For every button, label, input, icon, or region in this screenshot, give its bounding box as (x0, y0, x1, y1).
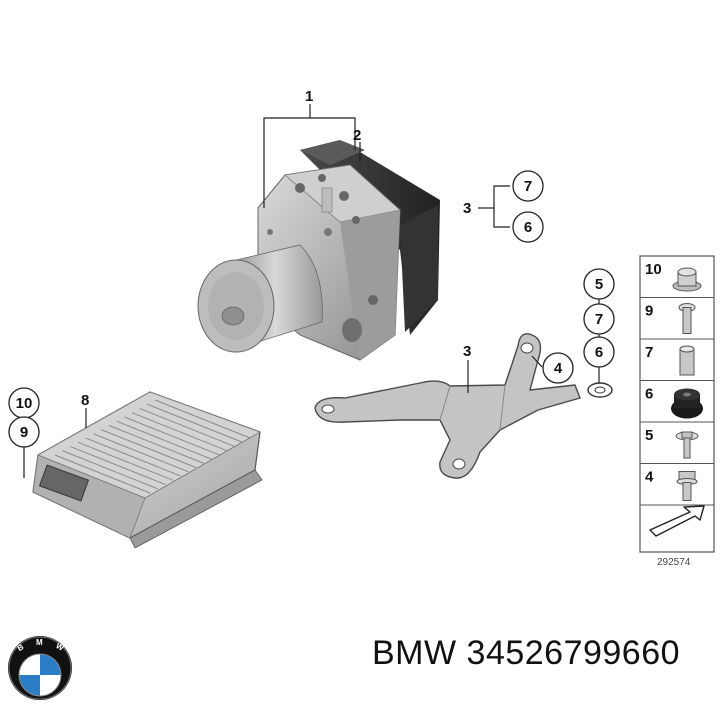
flange-nut-icon (672, 267, 702, 292)
circled-callout-4: 4 (542, 352, 574, 384)
leader-lines (23, 104, 600, 478)
reference-number: 292574 (657, 557, 691, 568)
arrow-icon (649, 505, 705, 537)
part-number-caption: BMW 34526799660 (372, 634, 681, 672)
control-module (32, 391, 263, 549)
svg-text:6: 6 (595, 344, 603, 361)
svg-text:B: B (16, 642, 26, 653)
svg-text:9: 9 (20, 424, 28, 441)
circled-callout-9-module: 9 (8, 416, 40, 448)
callout-1: 1 (305, 88, 313, 105)
svg-text:M: M (36, 638, 43, 647)
abs-hydraulic-unit (197, 140, 440, 361)
svg-text:10: 10 (16, 395, 33, 412)
parts-table-number: 6 (645, 386, 653, 403)
svg-text:7: 7 (524, 178, 532, 195)
module-fins (54, 399, 251, 494)
svg-text:W: W (54, 641, 65, 653)
mounting-bracket (314, 333, 581, 479)
parts-table: 10 9 7 6 5 4 (639, 255, 715, 553)
callout-2: 2 (353, 127, 361, 144)
bushing-sleeve-icon (679, 345, 695, 376)
parts-table-number: 7 (645, 344, 653, 361)
callout-8: 8 (81, 392, 89, 409)
parts-table-number: 10 (645, 261, 662, 278)
circled-callout-7-right: 7 (583, 303, 615, 335)
circled-callout-7-top: 7 (512, 170, 544, 202)
parts-table-row: 4 (640, 463, 714, 501)
parts-table-row: 7 (640, 338, 714, 376)
parts-table-row: 6 (640, 380, 714, 419)
circled-callout-6-right: 6 (583, 336, 615, 368)
screw-icon (678, 303, 696, 334)
circled-callout-6-top: 6 (512, 211, 544, 243)
parts-table-number: 5 (645, 427, 653, 444)
callout-3-bracket: 3 (463, 343, 471, 360)
svg-text:7: 7 (595, 311, 603, 328)
parts-table-number: 9 (645, 303, 653, 320)
parts-table-row: 9 (640, 297, 714, 334)
circled-callout-10-module: 10 (8, 387, 40, 419)
rubber-mount-icon (671, 388, 703, 419)
parts-table-row: 5 (640, 421, 714, 459)
callout-3-top: 3 (463, 200, 471, 217)
svg-text:4: 4 (554, 360, 563, 377)
washer-bolt-icon (675, 431, 699, 459)
parts-table-row: 10 (645, 261, 702, 292)
circled-callout-5-right: 5 (583, 268, 615, 300)
svg-text:6: 6 (524, 219, 532, 236)
bmw-roundel-logo: B M W (8, 636, 72, 700)
svg-text:5: 5 (595, 276, 603, 293)
parts-table-number: 4 (645, 469, 654, 486)
hex-bolt-icon (676, 471, 698, 501)
